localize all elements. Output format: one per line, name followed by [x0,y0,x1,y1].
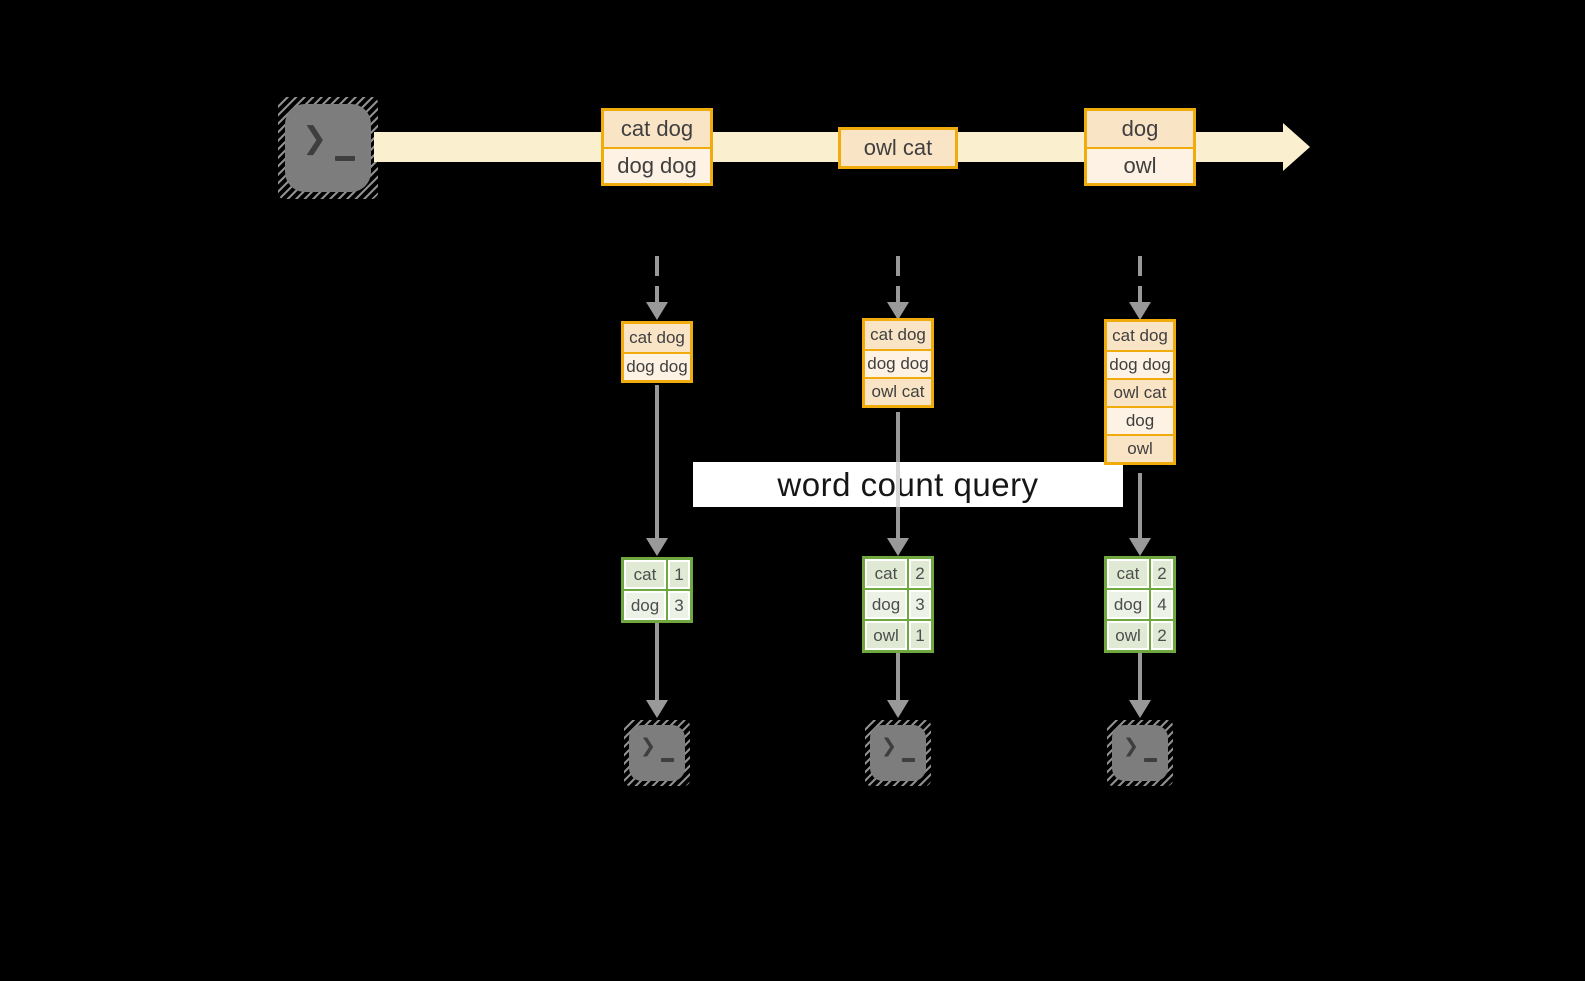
terminal-prompt-chevron-icon: ❯ [1123,736,1139,757]
count-word: owl [1107,621,1149,650]
stream-record-box-2: owl cat [838,127,958,169]
stream-record: dog [1087,111,1193,147]
terminal-screen: ❯ [870,725,926,781]
stream-record: owl cat [841,130,955,166]
terminal-screen: ❯ [1112,725,1168,781]
stream-record: cat dog [604,111,710,147]
arrowhead-icon [1129,538,1151,556]
arrowhead-icon [887,700,909,718]
buffer-row: dog [1107,406,1173,434]
count-word: dog [1107,590,1149,619]
count-value: 2 [1151,621,1173,650]
arrow-line [655,623,659,700]
arrow-line [655,385,659,538]
count-value: 2 [1151,559,1173,588]
arrow-line [896,653,900,700]
arrowhead-icon [887,538,909,556]
stream-record-box-3: dog owl [1084,108,1196,186]
query-banner: word count query [693,462,1123,507]
count-value: 1 [668,560,690,589]
terminal-prompt-chevron-icon: ❯ [640,736,656,757]
count-word: dog [865,590,907,619]
count-value: 1 [909,621,931,650]
dashed-arrow-line [655,256,659,302]
arrowhead-icon [1129,700,1151,718]
buffer-row: dog dog [865,349,931,377]
count-table-2: cat 2 dog 3 owl 1 [862,556,934,653]
count-table-1: cat 1 dog 3 [621,557,693,623]
count-word: cat [1107,559,1149,588]
buffer-row: cat dog [1107,322,1173,350]
terminal-screen: ❯ [629,725,685,781]
arrowhead-icon [646,538,668,556]
arrowhead-icon [1129,302,1151,320]
stream-record: dog dog [604,147,710,183]
buffer-stack-2: cat dog dog dog owl cat [862,318,934,408]
terminal-screen: ❯ [285,104,371,192]
arrow-line [1138,653,1142,700]
arrow-line-over-banner [896,462,900,507]
terminal-prompt-underscore-icon [1144,758,1157,762]
count-value: 3 [909,590,931,619]
arrowhead-icon [646,700,668,718]
count-value: 4 [1151,590,1173,619]
terminal-prompt-chevron-icon: ❯ [881,736,897,757]
buffer-row: dog dog [624,352,690,380]
count-value: 2 [909,559,931,588]
arrowhead-icon [646,302,668,320]
buffer-row: dog dog [1107,350,1173,378]
terminal-prompt-underscore-icon [335,156,355,161]
buffer-stack-1: cat dog dog dog [621,321,693,383]
dashed-arrow-line [1138,256,1142,302]
stream-record: owl [1087,147,1193,183]
buffer-row: owl cat [865,377,931,405]
dashed-arrow-line [896,256,900,302]
arrowhead-icon [887,302,909,320]
stream-arrowhead-icon [1283,123,1310,171]
sink-terminal-icon: ❯ [1107,720,1173,786]
sink-terminal-icon: ❯ [865,720,931,786]
sink-terminal-icon: ❯ [624,720,690,786]
buffer-row: cat dog [865,321,931,349]
count-word: dog [624,591,666,620]
terminal-prompt-chevron-icon: ❯ [302,122,328,155]
source-terminal-icon: ❯ [278,97,378,199]
buffer-row: owl [1107,434,1173,462]
count-word: cat [624,560,666,589]
terminal-prompt-underscore-icon [902,758,915,762]
terminal-prompt-underscore-icon [661,758,674,762]
count-table-3: cat 2 dog 4 owl 2 [1104,556,1176,653]
count-value: 3 [668,591,690,620]
count-word: cat [865,559,907,588]
arrow-line [1138,473,1142,538]
buffer-row: owl cat [1107,378,1173,406]
buffer-row: cat dog [624,324,690,352]
stream-record-box-1: cat dog dog dog [601,108,713,186]
count-word: owl [865,621,907,650]
buffer-stack-3: cat dog dog dog owl cat dog owl [1104,319,1176,465]
